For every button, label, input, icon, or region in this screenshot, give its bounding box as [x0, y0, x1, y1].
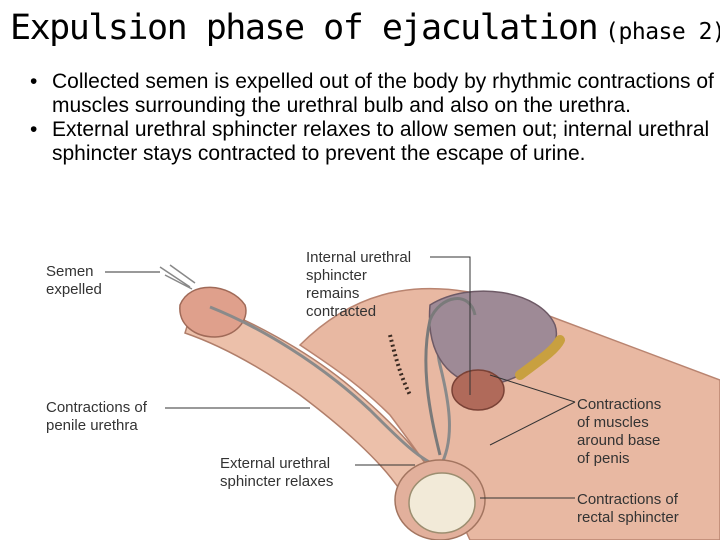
label-line: Contractions of [577, 491, 678, 508]
title-main: Expulsion phase of ejaculation [10, 8, 599, 48]
seminal-vesicle [515, 335, 565, 380]
bullet-dot: • [30, 70, 38, 93]
testis [408, 472, 476, 534]
bullet-list: • Collected semen is expelled out of the … [26, 70, 716, 166]
bullet-text: External urethral sphincter relaxes to a… [52, 118, 710, 165]
pubic-hair [388, 334, 412, 396]
label-semen-expelled: Semen expelled [46, 263, 102, 299]
bullet-item: • External urethral sphincter relaxes to … [26, 118, 716, 166]
label-line: of penis [577, 450, 630, 467]
label-muscles-base: Contractions of muscles around base of p… [577, 396, 661, 468]
bullet-text: Collected semen is expelled out of the b… [52, 70, 714, 117]
slide-title: Expulsion phase of ejaculation(phase 2) [10, 8, 720, 48]
label-line: contracted [306, 303, 377, 320]
label-line: Internal urethral [306, 249, 412, 266]
bullet-dot: • [30, 118, 38, 141]
semen-spray [159, 264, 196, 290]
prostate [451, 369, 505, 411]
label-line: sphincter [306, 267, 367, 284]
label-rectal-sphincter: Contractions of rectal sphincter [577, 491, 679, 527]
label-penile-urethra: Contractions of penile urethra [46, 399, 147, 435]
label-line: Contractions [577, 396, 662, 413]
leader-muscles-a [489, 374, 576, 403]
label-line: penile urethra [46, 417, 138, 434]
label-line: around base [577, 432, 661, 449]
title-subtitle: (phase 2) [605, 19, 720, 45]
leader-muscles-b [489, 401, 576, 446]
vas-deferens [424, 297, 477, 456]
label-line: External urethral [220, 455, 331, 472]
label-line: of muscles [577, 414, 649, 431]
label-line: expelled [46, 281, 102, 298]
label-line: sphincter relaxes [220, 473, 334, 490]
label-line: Contractions of [46, 399, 147, 416]
label-external-sphincter: External urethral sphincter relaxes [220, 455, 333, 491]
label-line: remains [306, 285, 360, 302]
label-line: Semen [46, 263, 94, 280]
label-internal-sphincter: Internal urethral sphincter remains cont… [306, 249, 411, 321]
bullet-item: • Collected semen is expelled out of the … [26, 70, 716, 118]
glans [179, 286, 247, 338]
leader-internal [430, 256, 471, 395]
label-line: rectal sphincter [577, 509, 679, 526]
pelvis-skin [298, 287, 720, 540]
anatomy-illustration [105, 256, 720, 540]
